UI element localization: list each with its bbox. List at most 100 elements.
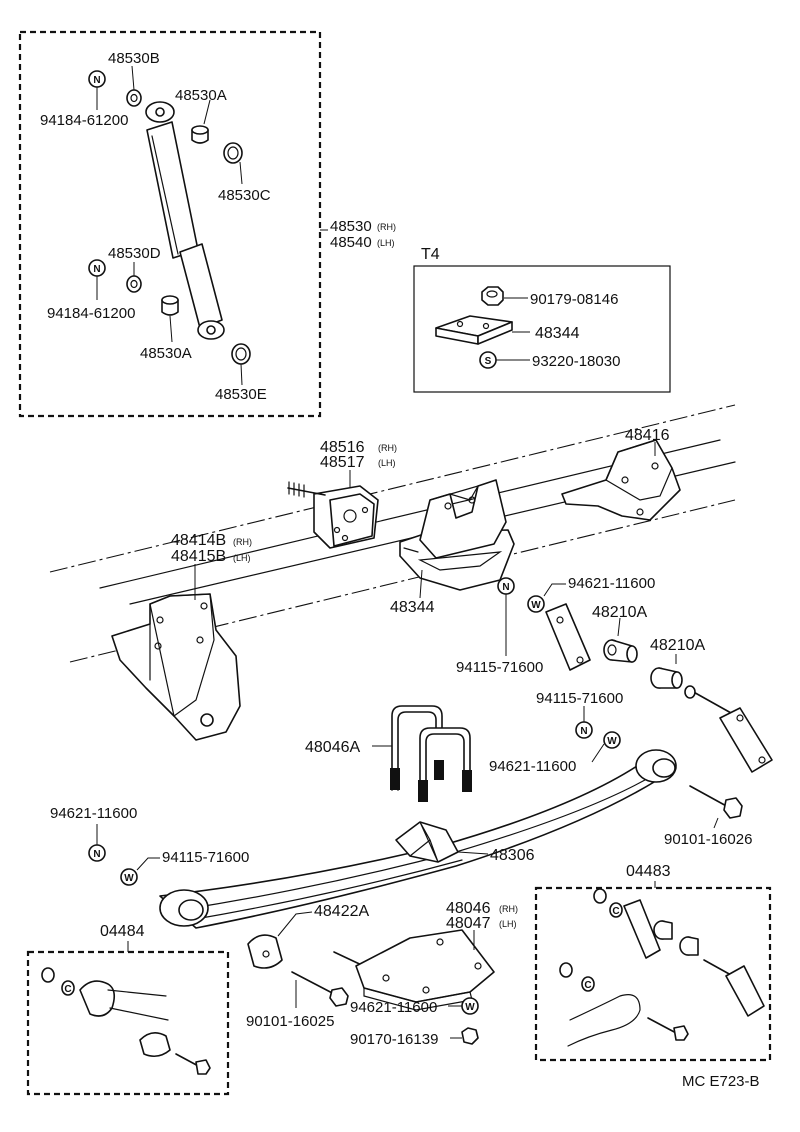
label-90101-16026: 90101-16026	[664, 831, 752, 848]
svg-text:W: W	[531, 600, 541, 611]
label-94621-a: 94621-11600	[568, 575, 655, 592]
t4-box	[413, 265, 671, 393]
label-48344-t4: 48344	[535, 325, 580, 342]
svg-text:C: C	[612, 906, 619, 917]
suffix-lh-48517: (LH)	[378, 458, 396, 468]
svg-text:N: N	[93, 264, 100, 275]
label-94115-c: 94115-71600	[162, 849, 249, 866]
leaf-spring	[159, 749, 677, 929]
label-94184-top: 94184-61200	[40, 112, 128, 129]
suffix-rh-48414: (RH)	[233, 537, 252, 547]
suffix-lh-48047: (LH)	[499, 919, 517, 929]
w-symbol-94621-d: W	[461, 997, 479, 1015]
label-48344-main: 48344	[390, 599, 435, 616]
retainer-48530E	[231, 343, 251, 365]
label-48306: 48306	[490, 847, 535, 864]
label-90101-16025: 90101-16025	[246, 1013, 334, 1030]
label-t4: T4	[421, 246, 440, 263]
u-bolt-48046A	[390, 705, 472, 802]
shackle-bolt-assembly	[684, 685, 773, 773]
hanger-48414B	[111, 593, 241, 741]
label-48046A: 48046A	[305, 739, 360, 756]
retainer-48530C	[223, 142, 243, 164]
nut-90170	[461, 1027, 479, 1045]
label-04484: 04484	[100, 923, 145, 940]
n-symbol-94115-b: N	[575, 721, 593, 739]
label-94621-b: 94621-11600	[489, 758, 576, 775]
label-48210A-b: 48210A	[650, 637, 705, 654]
label-90170: 90170-16139	[350, 1031, 438, 1048]
label-48540: 48540	[330, 234, 372, 251]
label-48047: 48047	[446, 915, 491, 932]
n-symbol-94115-a: N	[497, 577, 515, 595]
kit-04483-box	[534, 886, 772, 1062]
kit-04483-parts: C C	[559, 888, 765, 1047]
n-symbol-94621-c: N	[88, 844, 106, 862]
svg-text:N: N	[502, 582, 509, 593]
nut-48530D	[126, 275, 142, 293]
label-48530A-top: 48530A	[175, 87, 227, 104]
label-94621-d: 94621-11600	[350, 999, 437, 1016]
spring-seat-48344	[399, 479, 515, 591]
svg-text:W: W	[465, 1002, 475, 1013]
label-04483: 04483	[626, 863, 671, 880]
diagram-code: MC E723-B	[682, 1073, 760, 1090]
label-48516: 48516	[320, 439, 365, 456]
label-48416: 48416	[625, 427, 670, 444]
label-94184-bottom: 94184-61200	[47, 305, 135, 322]
label-48046: 48046	[446, 900, 491, 917]
shock-absorber	[145, 101, 225, 340]
label-48415B: 48415B	[171, 548, 226, 565]
label-90179: 90179-08146	[530, 291, 618, 308]
bushing-48530A-top	[191, 125, 209, 144]
bushing-48210A-a	[603, 639, 638, 663]
suffix-rh-48516: (RH)	[378, 443, 397, 453]
w-symbol-94115-c: W	[120, 868, 138, 886]
nut-48530B	[126, 89, 142, 107]
svg-text:S: S	[485, 356, 492, 367]
svg-text:N: N	[93, 849, 100, 860]
n-symbol-bottom: N	[88, 259, 106, 277]
suffix-rh-48530: (RH)	[377, 222, 396, 232]
label-48210A-a: 48210A	[592, 604, 647, 621]
bolt-90101-16025	[291, 971, 349, 1007]
bushing-48210A-b	[650, 667, 683, 689]
svg-text:N: N	[93, 75, 100, 86]
svg-text:C: C	[584, 980, 591, 991]
w-symbol-94621-a: W	[527, 595, 545, 613]
hanger-48516	[287, 481, 379, 549]
label-48530B: 48530B	[108, 50, 160, 67]
label-94115-a: 94115-71600	[456, 659, 543, 676]
shock-leaders	[96, 65, 243, 386]
shock-absorber-box	[18, 30, 322, 418]
label-94621-c: 94621-11600	[50, 805, 137, 822]
svg-text:W: W	[607, 736, 617, 747]
w-symbol-94621-b: W	[603, 731, 621, 749]
bracket-48416	[561, 439, 681, 521]
shackle-plate	[545, 603, 591, 671]
label-48414B: 48414B	[171, 532, 226, 549]
label-48530: 48530	[330, 218, 372, 235]
svg-text:W: W	[124, 873, 134, 884]
svg-text:N: N	[580, 726, 587, 737]
label-48530C: 48530C	[218, 187, 271, 204]
t4-nut	[481, 286, 504, 306]
t4-plate	[435, 315, 513, 345]
svg-text:C: C	[64, 984, 71, 995]
label-48530D: 48530D	[108, 245, 161, 262]
bolt-90101-16026	[689, 785, 743, 819]
label-93220: 93220-18030	[532, 353, 620, 370]
spring-plate-48046	[333, 929, 495, 1011]
label-48530A-bottom: 48530A	[140, 345, 192, 362]
suffix-lh-48415: (LH)	[233, 553, 251, 563]
label-94115-b: 94115-71600	[536, 690, 623, 707]
label-48422A: 48422A	[314, 903, 369, 920]
suffix-lh-48540: (LH)	[377, 238, 395, 248]
label-48517: 48517	[320, 454, 365, 471]
kit-04484-box	[26, 950, 230, 1096]
bushing-48530A-bottom	[161, 295, 179, 316]
n-symbol-top: N	[88, 70, 106, 88]
bumper-48422A	[247, 934, 283, 969]
suffix-rh-48046: (RH)	[499, 904, 518, 914]
